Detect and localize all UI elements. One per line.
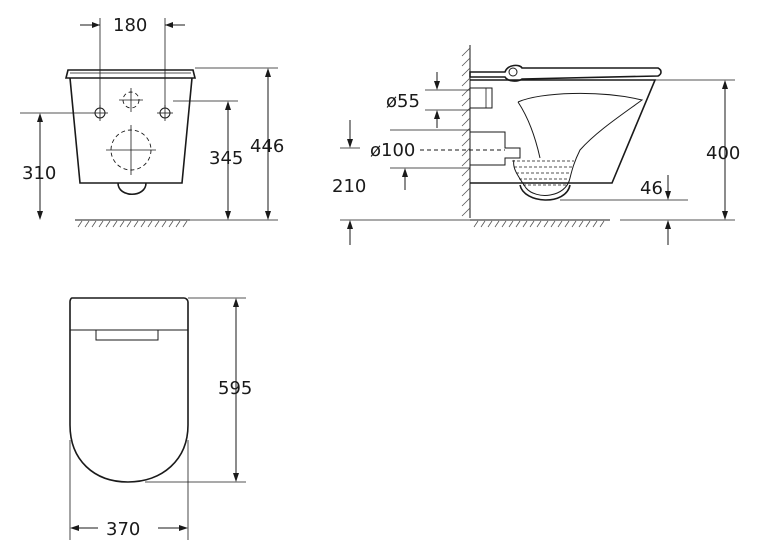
dim-total-height: 446 xyxy=(250,136,284,157)
side-seat xyxy=(469,64,662,82)
dim-water-depth: 46 xyxy=(640,178,663,199)
dim-outlet-height: 345 xyxy=(209,148,243,169)
dim-length: 595 xyxy=(218,378,252,399)
side-bowl-body xyxy=(470,79,657,184)
dim-rim-height: 400 xyxy=(706,143,740,164)
inlet-pipe xyxy=(469,87,493,109)
side-bowl-throat xyxy=(517,101,541,159)
top-view: 595 370 xyxy=(69,297,252,540)
outlet-bottom xyxy=(117,182,147,196)
seat-hinge xyxy=(508,67,518,77)
dim-fixing-height: 310 xyxy=(22,163,56,184)
dim-width-between-holes: 180 xyxy=(113,15,147,36)
dim-width: 370 xyxy=(106,519,140,540)
side-bowl-inner xyxy=(513,92,644,196)
side-view: ø55 ø100 210 400 46 xyxy=(332,45,740,245)
floor-hatch xyxy=(77,220,188,228)
dim-outlet-diameter: ø100 xyxy=(370,140,415,161)
front-view: 180 310 345 446 xyxy=(20,15,284,228)
side-bowl-base xyxy=(519,184,571,201)
bowl-body xyxy=(69,77,193,184)
outlet-pipe xyxy=(470,131,521,166)
top-seat-outline xyxy=(69,297,189,483)
side-floor-hatch xyxy=(473,220,605,228)
wall-hatch xyxy=(461,47,471,217)
dim-inlet-diameter: ø55 xyxy=(386,91,420,112)
seat-lid xyxy=(64,69,197,79)
dim-outlet-height-side: 210 xyxy=(332,176,366,197)
top-seat-handle xyxy=(95,329,159,341)
